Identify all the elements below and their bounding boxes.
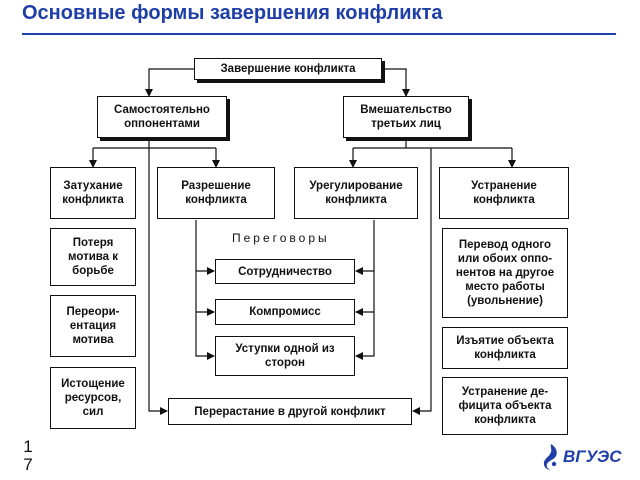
node-resource-exhaustion: Истощение ресурсов, сил (50, 367, 136, 429)
node-cooperation: Сотрудничество (215, 259, 355, 284)
node-transfer: Перевод одного или обоих оппо- нентов на… (442, 228, 568, 318)
logo-emblem-icon (543, 444, 557, 470)
node-escalation: Перерастание в другой конфликт (168, 398, 412, 425)
branch-self-resolution: Самостоятельно оппонентами (97, 96, 227, 138)
node-fading: Затухание конфликта (50, 167, 136, 219)
root-node: Завершение конфликта (194, 58, 382, 80)
page-number-digit: 1 (23, 437, 33, 456)
logo-text: ВГУЭС (563, 447, 622, 466)
page-number: 1 7 (22, 438, 34, 474)
node-object-removal: Изъятие объекта конфликта (442, 327, 568, 369)
page-number-digit: 7 (23, 455, 33, 474)
node-compromise: Компромисс (215, 299, 355, 325)
page-title: Основные формы завершения конфликта (22, 2, 443, 24)
negotiations-label: Переговоры (232, 231, 330, 245)
node-concessions: Уступки одной из сторон (215, 336, 355, 376)
title-underline (22, 33, 616, 35)
branch-third-party: Вмешательство третьих лиц (343, 96, 469, 138)
node-resolution: Разрешение конфликта (157, 167, 275, 219)
node-deficit-elimination: Устранение де- фицита объекта конфликта (442, 377, 568, 435)
university-logo: ВГУЭС (541, 443, 622, 471)
node-motive-reorientation: Переори- ентация мотива (50, 295, 136, 357)
node-elimination: Устранение конфликта (439, 167, 569, 219)
node-motive-loss: Потеря мотива к борьбе (50, 228, 136, 286)
node-settlement: Урегулирование конфликта (294, 167, 418, 219)
